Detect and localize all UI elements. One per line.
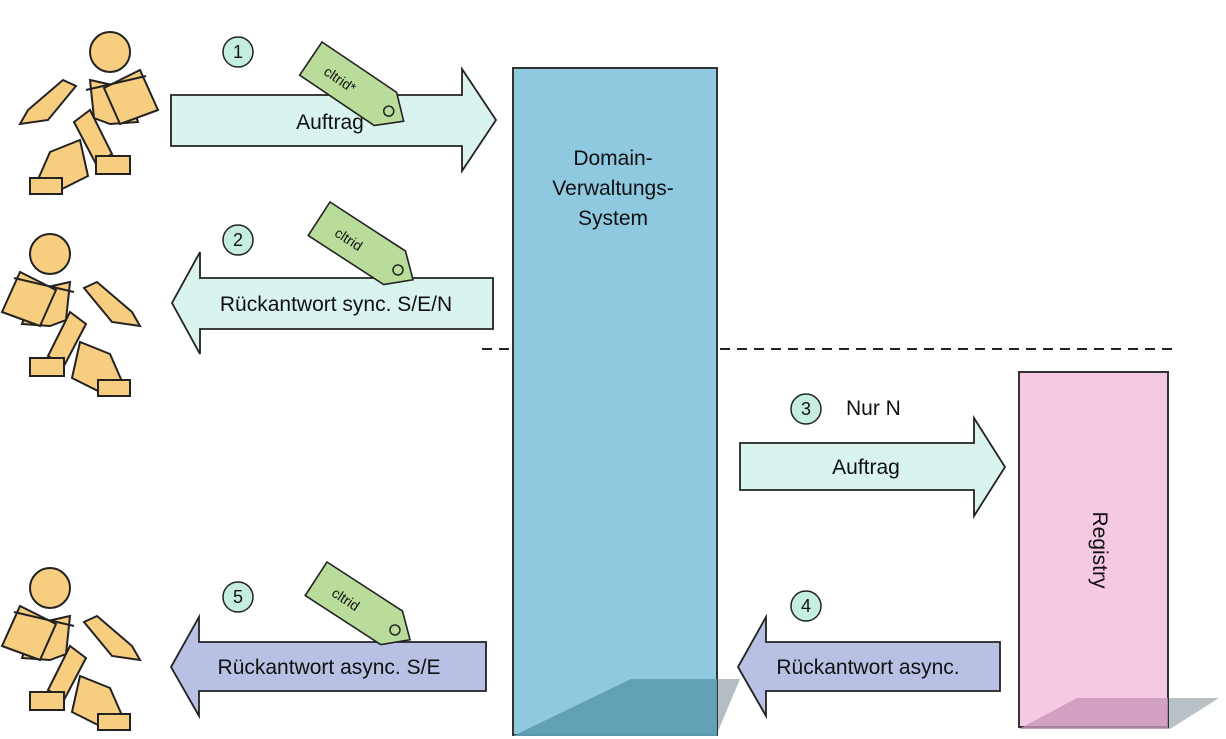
step-3-badge — [790, 393, 822, 425]
domain-system-label-line-3: System — [578, 207, 648, 230]
registry-label: Registry — [1088, 511, 1111, 589]
step-2: 2 Rückantwort sync. S/E/N cltrid — [170, 200, 494, 355]
step-4: 4 Rückantwort async. — [736, 590, 1001, 720]
step-2-ticket-tag: cltrid — [307, 200, 415, 286]
step-3-arrow-label: Auftrag — [832, 456, 900, 479]
step-2-arrow-label: Rückantwort sync. S/E/N — [220, 293, 452, 316]
step-2-arrow — [170, 251, 494, 355]
step-4-number: 4 — [801, 596, 811, 616]
registry: Registry — [1018, 371, 1219, 729]
step-5-badge — [222, 581, 254, 613]
step-3-note: Nur N — [846, 397, 901, 420]
person-icon-step-1 — [19, 31, 159, 195]
step-2-number: 2 — [233, 230, 243, 250]
step-3-number: 3 — [801, 399, 811, 419]
person-icon-step-2 — [1, 233, 141, 397]
step-4-arrow-label: Rückantwort async. — [776, 656, 959, 679]
domain-system-label-line-1: Domain- — [573, 147, 652, 170]
step-4-badge — [790, 590, 822, 622]
step-1-ticket-tag: cltrid* — [298, 40, 405, 127]
step-5: 5 Rückantwort async. S/E cltrid — [169, 560, 487, 720]
domain-system-box — [512, 67, 718, 736]
step-3-arrow — [739, 414, 1007, 520]
step-5-number: 5 — [233, 587, 243, 607]
domain-system-floor — [513, 679, 717, 736]
step-5-arrow — [169, 613, 487, 720]
step-2-badge — [222, 224, 254, 256]
step-1: 1 Auftrag cltrid* — [170, 36, 498, 174]
step-5-ticket-tag: cltrid — [304, 560, 412, 646]
step-1-number: 1 — [233, 42, 243, 62]
step-1-arrow-label: Auftrag — [296, 111, 364, 134]
step-4-arrow — [736, 613, 1001, 720]
step-5-arrow-label: Rückantwort async. S/E — [218, 656, 441, 679]
registry-floor — [1019, 698, 1168, 729]
step-1-arrow — [170, 66, 498, 174]
domain-system-label-line-2: Verwaltungs- — [552, 177, 673, 200]
step-3: 3 Nur N Auftrag — [739, 393, 1007, 520]
domain-system: Domain- Verwaltungs- System — [512, 67, 740, 736]
step-1-badge — [222, 36, 254, 68]
person-icon-step-5 — [1, 567, 141, 731]
